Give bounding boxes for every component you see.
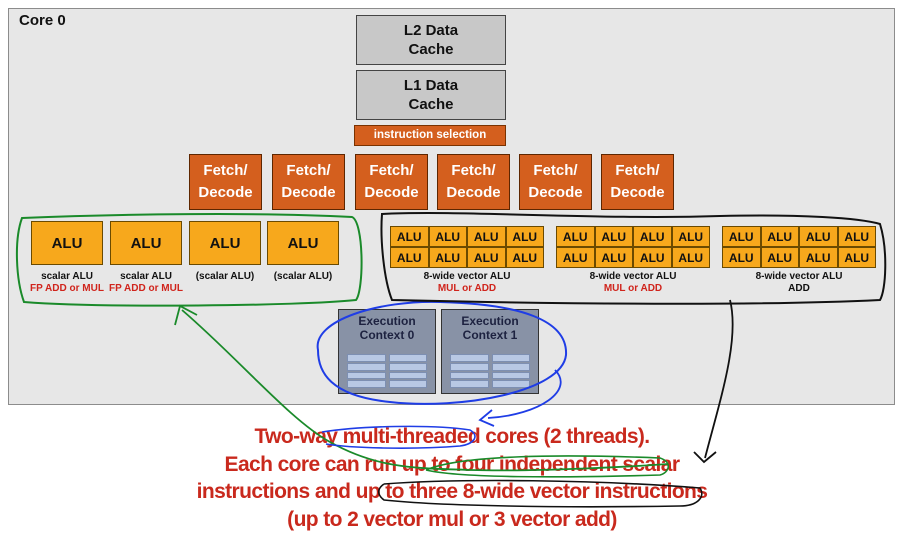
caption-line-1: Two-way multi-threaded cores (2 threads)… [254,425,650,448]
l2-cache-label: L2 Data Cache [403,22,459,58]
fetch-decode-0: Fetch/ Decode [189,154,262,210]
caption-line-3: instructions and up to three 8-wide vect… [196,480,708,503]
vector-alu-cell: ALU [428,247,467,268]
fetch-decode-3: Fetch/ Decode [437,154,510,210]
scalar-alu-1-op: FP ADD or MUL [109,283,183,294]
vector-alu-0: ALU ALU ALU ALU ALU ALU ALU ALU [390,226,544,268]
vector-alu-cell: ALU [467,247,506,268]
execution-context-1-label: Execution Context 1 [461,314,519,342]
scalar-alu-2: ALU [189,221,261,265]
context-register-grid [450,354,530,388]
fetch-decode-label: Fetch/ Decode [198,162,253,201]
vector-alu-cell: ALU [556,247,595,268]
fetch-decode-1: Fetch/ Decode [272,154,345,210]
vector-alu-cell: ALU [799,247,838,268]
vector-alu-cell: ALU [799,226,838,247]
vector-alu-cell: ALU [390,226,429,247]
fetch-decode-label: Fetch/ Decode [364,162,419,201]
vector-alu-cell: ALU [633,226,672,247]
core-title: Core 0 [19,12,66,29]
vector-alu-cell: ALU [505,247,544,268]
l2-cache: L2 Data Cache [356,15,506,65]
vector-alu-cell: ALU [556,226,595,247]
execution-context-0-label: Execution Context 0 [358,314,416,342]
vector-alu-cell: ALU [837,247,876,268]
vector-alu-1-op: MUL or ADD [603,283,663,294]
vector-alu-cell: ALU [722,247,761,268]
caption-line-4: (up to 2 vector mul or 3 vector add) [287,508,617,531]
fetch-decode-2: Fetch/ Decode [355,154,428,210]
scalar-alu-0-op: FP ADD or MUL [30,283,104,294]
vector-alu-1-name: 8-wide vector ALU [589,271,677,282]
vector-alu-cell: ALU [760,247,799,268]
scalar-alu-0-name: scalar ALU [41,271,93,282]
vector-alu-2-op: ADD [788,283,810,294]
vector-alu-cell: ALU [467,226,506,247]
vector-alu-cell: ALU [505,226,544,247]
vector-alu-0-op: MUL or ADD [437,283,497,294]
context-register-grid [347,354,427,388]
caption-line-2: Each core can run up to four independent… [224,453,681,476]
execution-context-1: Execution Context 1 [441,309,539,394]
fetch-decode-label: Fetch/ Decode [610,162,665,201]
fetch-decode-4: Fetch/ Decode [519,154,592,210]
l1-cache-label: L1 Data Cache [403,77,459,113]
l1-cache: L1 Data Cache [356,70,506,120]
vector-alu-cell: ALU [390,247,429,268]
vector-alu-cell: ALU [594,226,633,247]
vector-alu-cell: ALU [428,226,467,247]
fetch-decode-label: Fetch/ Decode [446,162,501,201]
instruction-selection: instruction selection [354,125,506,146]
scalar-alu-1-name: scalar ALU [120,271,172,282]
vector-alu-cell: ALU [671,226,710,247]
scalar-alu-2-name: (scalar ALU) [195,271,255,282]
scalar-alu-1: ALU [110,221,182,265]
scalar-alu-3: ALU [267,221,339,265]
scalar-alu-0: ALU [31,221,103,265]
vector-alu-cell: ALU [671,247,710,268]
vector-alu-cell: ALU [594,247,633,268]
fetch-decode-label: Fetch/ Decode [281,162,336,201]
vector-alu-2: ALU ALU ALU ALU ALU ALU ALU ALU [722,226,876,268]
fetch-decode-label: Fetch/ Decode [528,162,583,201]
vector-alu-cell: ALU [722,226,761,247]
vector-alu-cell: ALU [760,226,799,247]
vector-alu-cell: ALU [837,226,876,247]
vector-alu-0-name: 8-wide vector ALU [423,271,511,282]
execution-context-0: Execution Context 0 [338,309,436,394]
fetch-decode-5: Fetch/ Decode [601,154,674,210]
vector-alu-1: ALU ALU ALU ALU ALU ALU ALU ALU [556,226,710,268]
vector-alu-cell: ALU [633,247,672,268]
vector-alu-2-name: 8-wide vector ALU [755,271,843,282]
scalar-alu-3-name: (scalar ALU) [273,271,333,282]
